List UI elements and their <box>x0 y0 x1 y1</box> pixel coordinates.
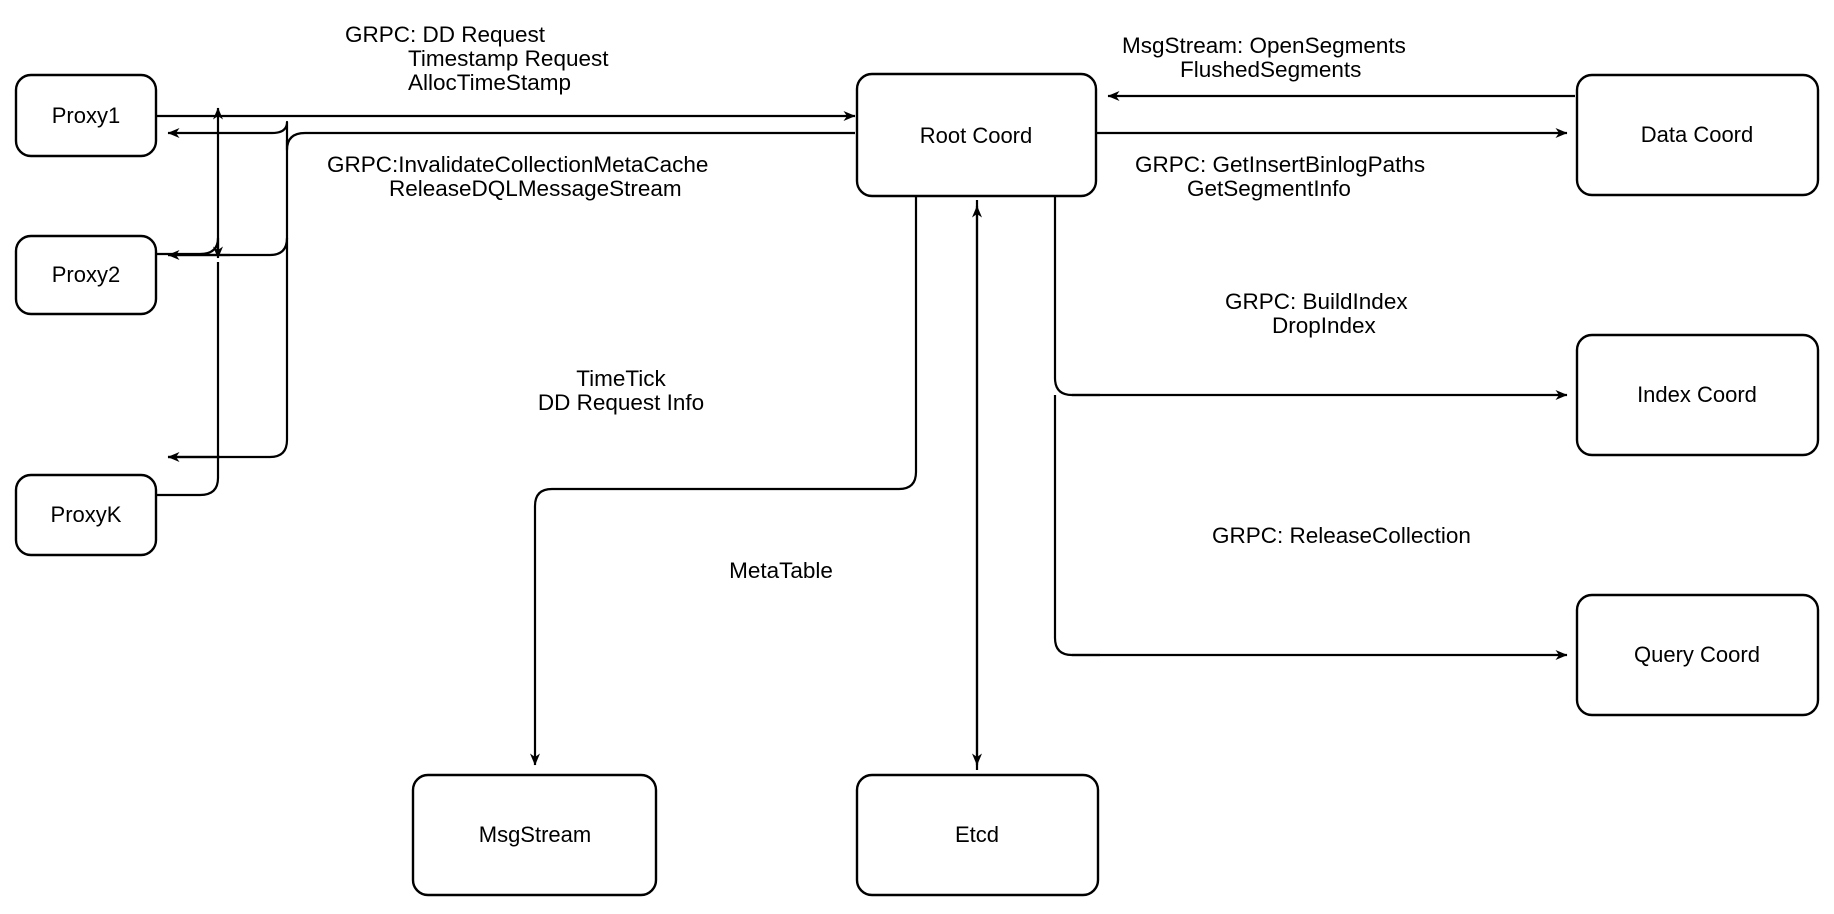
label-line: DropIndex <box>1272 313 1377 338</box>
node-proxy1-label: Proxy1 <box>52 103 120 128</box>
node-proxyk[interactable]: ProxyK <box>14 473 158 557</box>
node-msgstream-box[interactable] <box>411 773 658 897</box>
node-querycoord-box[interactable] <box>1575 593 1820 717</box>
edge-rootcoord-proxy-bus <box>168 140 289 459</box>
label-line: TimeTick <box>576 366 666 391</box>
label-line: FlushedSegments <box>1180 57 1361 82</box>
label-line: MsgStream: OpenSegments <box>1122 33 1406 58</box>
edge-label-layer: GRPC: DD Request Timestamp Request Alloc… <box>327 22 1471 583</box>
label-line: Timestamp Request <box>408 46 609 71</box>
edge-rootcoord-to-msgstream <box>530 196 918 766</box>
node-rootcoord[interactable]: Root Coord <box>855 72 1098 198</box>
label-line: GRPC: GetInsertBinlogPaths <box>1135 152 1425 177</box>
node-proxy2[interactable]: Proxy2 <box>14 234 158 316</box>
edge-rootcoord-right-bus <box>1053 196 1100 397</box>
node-proxyk-label: ProxyK <box>51 502 122 527</box>
label-line: ReleaseDQLMessageStream <box>389 176 682 201</box>
edge-rootcoord-bus-lower <box>1053 395 1100 657</box>
label-line: AllocTimeStamp <box>408 70 571 95</box>
node-proxyk-box[interactable] <box>14 473 158 557</box>
node-rootcoord-label: Root Coord <box>920 123 1033 148</box>
node-querycoord[interactable]: Query Coord <box>1575 593 1820 717</box>
label-rootcoord-to-querycoord: GRPC: ReleaseCollection <box>1212 523 1471 548</box>
edge-rootcoord-to-proxy1 <box>167 120 855 152</box>
label-line: DD Request Info <box>538 390 704 415</box>
label-line: GRPC: BuildIndex <box>1225 289 1408 314</box>
node-proxy2-label: Proxy2 <box>52 262 120 287</box>
node-layer: Proxy1 Proxy2 ProxyK Root Coord Data Coo… <box>14 72 1820 897</box>
label-line: GetSegmentInfo <box>1187 176 1351 201</box>
label-proxy-to-rootcoord: GRPC: DD Request Timestamp Request Alloc… <box>345 22 609 95</box>
label-line: MetaTable <box>729 558 833 583</box>
node-datacoord-label: Data Coord <box>1641 122 1754 147</box>
node-indexcoord-label: Index Coord <box>1637 382 1757 407</box>
label-line: GRPC: DD Request <box>345 22 546 47</box>
edge-proxyk-riser <box>156 262 220 497</box>
node-etcd-box[interactable] <box>855 773 1100 897</box>
node-indexcoord[interactable]: Index Coord <box>1575 333 1820 457</box>
node-proxy1[interactable]: Proxy1 <box>14 73 158 158</box>
label-rootcoord-to-proxy: GRPC:InvalidateCollectionMetaCache Relea… <box>327 152 708 201</box>
label-datacoord-to-rootcoord: MsgStream: OpenSegments FlushedSegments <box>1122 33 1406 82</box>
node-etcd-label: Etcd <box>955 822 999 847</box>
node-datacoord-box[interactable] <box>1575 73 1820 197</box>
node-indexcoord-box[interactable] <box>1575 333 1820 457</box>
label-line: GRPC:InvalidateCollectionMetaCache <box>327 152 708 177</box>
node-rootcoord-box[interactable] <box>855 72 1098 198</box>
node-proxy1-box[interactable] <box>14 73 158 158</box>
node-msgstream[interactable]: MsgStream <box>411 773 658 897</box>
edge-bus-branch-proxy2 <box>168 237 289 257</box>
node-datacoord[interactable]: Data Coord <box>1575 73 1820 197</box>
label-line: GRPC: ReleaseCollection <box>1212 523 1471 548</box>
label-rootcoord-to-msgstream: TimeTick DD Request Info <box>538 366 704 415</box>
node-proxy2-box[interactable] <box>14 234 158 316</box>
label-rootcoord-to-indexcoord: GRPC: BuildIndex DropIndex <box>1225 289 1408 338</box>
node-querycoord-label: Query Coord <box>1634 642 1760 667</box>
label-rootcoord-to-datacoord: GRPC: GetInsertBinlogPaths GetSegmentInf… <box>1135 152 1425 201</box>
edge-layer <box>156 91 1575 770</box>
node-etcd[interactable]: Etcd <box>855 773 1100 897</box>
label-rootcoord-to-etcd: MetaTable <box>729 558 833 583</box>
node-msgstream-label: MsgStream <box>479 822 591 847</box>
